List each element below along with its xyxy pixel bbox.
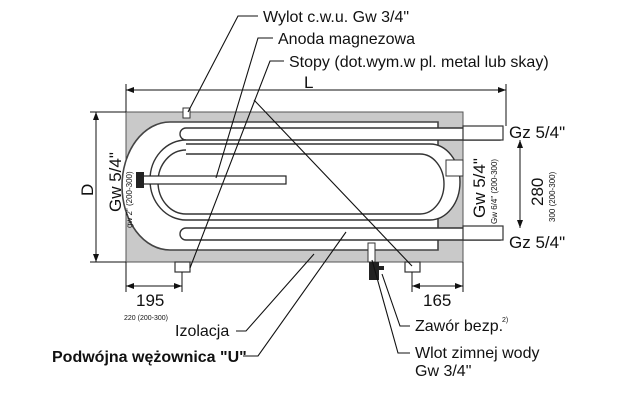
- leader-wezownica: [243, 231, 347, 357]
- hot-water-outlet: [182, 107, 191, 119]
- pipe-stub-bottom: [462, 225, 504, 241]
- label-stopy: Stopy (dot.wym.w pl. metal lub skay): [289, 54, 549, 71]
- cold-water-inlet: [367, 242, 376, 263]
- gw-right-small: Gw 6/4" (200-300): [490, 159, 499, 224]
- dim-L-label: L: [304, 73, 313, 92]
- leader-stopy-left: [189, 60, 284, 269]
- gw-right-label: Gw 5/4": [470, 158, 489, 218]
- leader-stopy-right: [253, 99, 413, 267]
- dim-D-label: D: [78, 184, 97, 196]
- leader-anoda: [215, 37, 273, 179]
- label-anoda: Anoda magnezowa: [278, 31, 415, 48]
- anode-flange: [136, 172, 144, 188]
- label-wezownica: Podwójna wężownica "U": [52, 349, 247, 366]
- right-connection-block: [445, 159, 464, 177]
- leader-izolacja: [236, 253, 315, 332]
- dim-165-arrow-left: [412, 283, 420, 289]
- label-wlot-line2: Gw 3/4": [415, 363, 471, 380]
- label-wylot: Wylot c.w.u. Gw 3/4": [263, 9, 409, 26]
- leader-zawor: [381, 273, 410, 327]
- coil-upper: [179, 127, 501, 141]
- valve-side: [378, 266, 384, 270]
- label-zawor-sup: 2): [502, 317, 508, 324]
- dim-L-arrow-left: [126, 87, 134, 93]
- coil-lower: [179, 227, 501, 241]
- foot-right: [404, 261, 421, 273]
- dim-195-arrow-left: [126, 283, 134, 289]
- leader-wlot: [371, 259, 410, 354]
- pipe-stub-top: [462, 125, 504, 141]
- gz-top-label: Gz 5/4": [509, 123, 565, 142]
- foot-left: [174, 261, 191, 273]
- label-zawor: Zawór bezp.: [415, 318, 503, 335]
- dim-195-label: 195: [136, 291, 164, 310]
- dim-L-arrow-right: [498, 87, 506, 93]
- dim-165-arrow-right: [455, 283, 463, 289]
- safety-valve: [369, 262, 379, 280]
- label-izolacja: Izolacja: [175, 323, 229, 340]
- gw-left-small: gw 2" (200-300): [125, 171, 134, 228]
- dim-195-arrow-right: [174, 283, 182, 289]
- dim-280-arrow-top: [517, 140, 523, 148]
- magnesium-anode: [139, 175, 287, 185]
- dim-D-arrow-bottom: [93, 254, 99, 262]
- leader-wylot: [187, 15, 258, 113]
- dim-D-arrow-top: [93, 112, 99, 120]
- dim-195-small: 220 (200-300): [124, 315, 168, 322]
- dim-280-arrow-bottom: [517, 220, 523, 228]
- dim-165-label: 165: [423, 291, 451, 310]
- gw-left-label: Gw 5/4": [106, 152, 125, 212]
- gz-bottom-label: Gz 5/4": [509, 233, 565, 252]
- dim-280-label: 280: [528, 178, 547, 206]
- dim-280-small: 300 (200-300): [548, 171, 557, 222]
- label-wlot-line1: Wlot zimnej wody: [415, 345, 539, 362]
